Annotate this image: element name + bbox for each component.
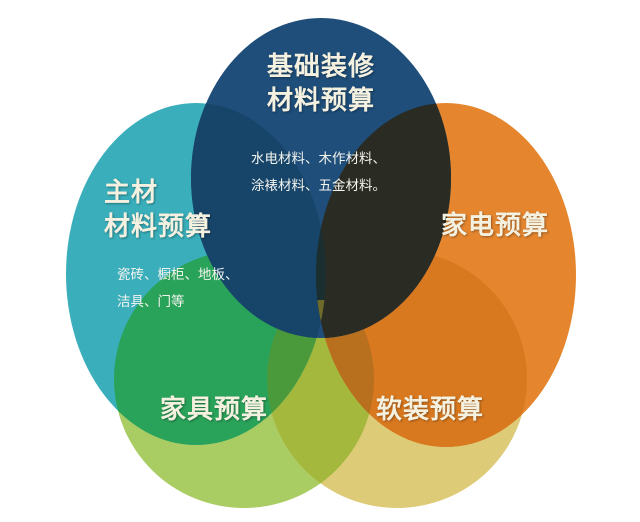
- detail-basic-line-1: 水电材料、木作材料、: [251, 151, 386, 167]
- detail-basic-materials: 水电材料、木作材料、 涂裱材料、五金材料。: [251, 146, 386, 200]
- title-basic-materials: 基础装修 材料预算: [267, 50, 375, 118]
- title-furniture-line-1: 家具预算: [160, 395, 269, 425]
- overlap-appliances-soft: [316, 250, 527, 447]
- title-soft-line-1: 软装预算: [376, 395, 485, 425]
- detail-basic-line-2: 涂裱材料、五金材料。: [251, 178, 386, 194]
- detail-main-materials: 瓷砖、橱柜、地板、 洁具、门等: [117, 262, 239, 316]
- title-appliances: 家电预算: [441, 209, 549, 243]
- title-basic-line-2: 材料预算: [267, 86, 376, 116]
- title-main-line-2: 材料预算: [104, 212, 213, 242]
- title-appliances-line-1: 家电预算: [441, 211, 550, 241]
- title-furniture: 家具预算: [160, 393, 268, 427]
- detail-main-line-1: 瓷砖、橱柜、地板、: [117, 267, 239, 283]
- overlap-main-furniture: [114, 250, 326, 445]
- title-soft-furnishing: 软装预算: [376, 393, 484, 427]
- title-basic-line-1: 基础装修: [267, 52, 376, 82]
- title-main-materials: 主材 材料预算: [104, 176, 212, 244]
- title-main-line-1: 主材: [104, 178, 159, 208]
- detail-main-line-2: 洁具、门等: [117, 294, 185, 310]
